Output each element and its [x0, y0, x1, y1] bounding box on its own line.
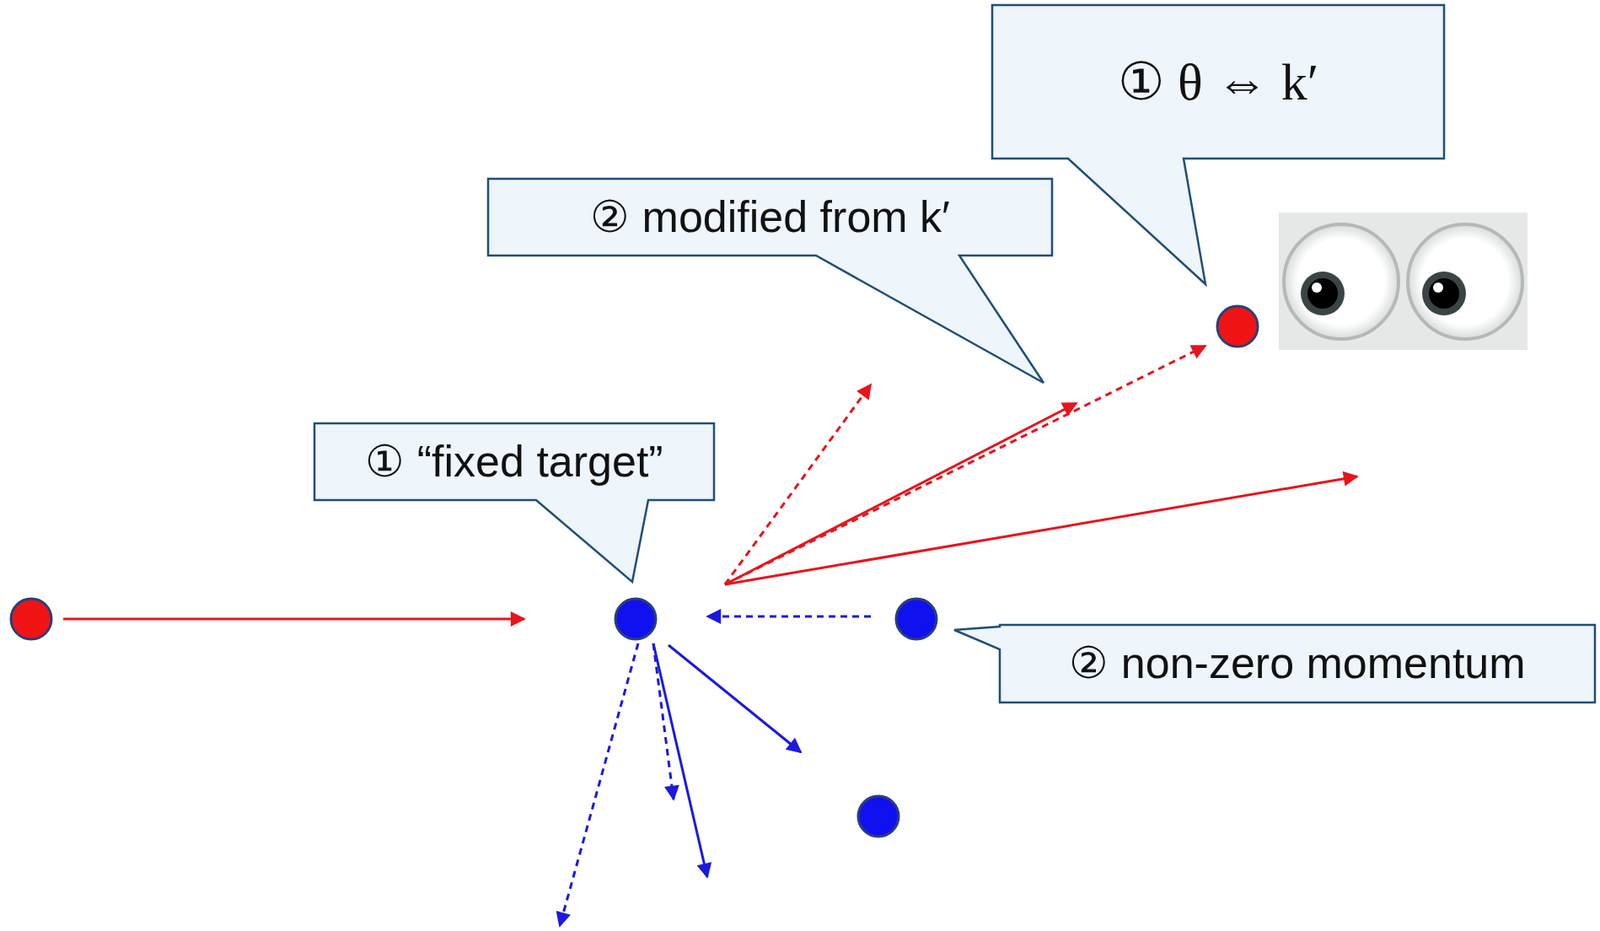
callout-shape [488, 178, 1053, 383]
blue-arrows [559, 616, 871, 926]
callout-text: ② modified from k′ [590, 193, 951, 242]
callout-shape [992, 5, 1445, 285]
red-arrows [63, 345, 1358, 619]
eyes-picture [1278, 212, 1528, 350]
callout-text: ② non-zero momentum [1068, 638, 1525, 688]
callout-text: ① “fixed target” [365, 437, 663, 486]
callout-box: ② non-zero momentum [999, 624, 1595, 703]
particles [10, 306, 1258, 837]
callout-box: ① “fixed target” [314, 423, 715, 500]
callout-box: ① θ ⇔ k′ [992, 5, 1445, 159]
callout-text: ① θ ⇔ k′ [1117, 53, 1320, 111]
callout-box: ② modified from k′ [488, 178, 1053, 256]
callout-shape [314, 423, 715, 582]
callout-shape [954, 624, 1595, 703]
